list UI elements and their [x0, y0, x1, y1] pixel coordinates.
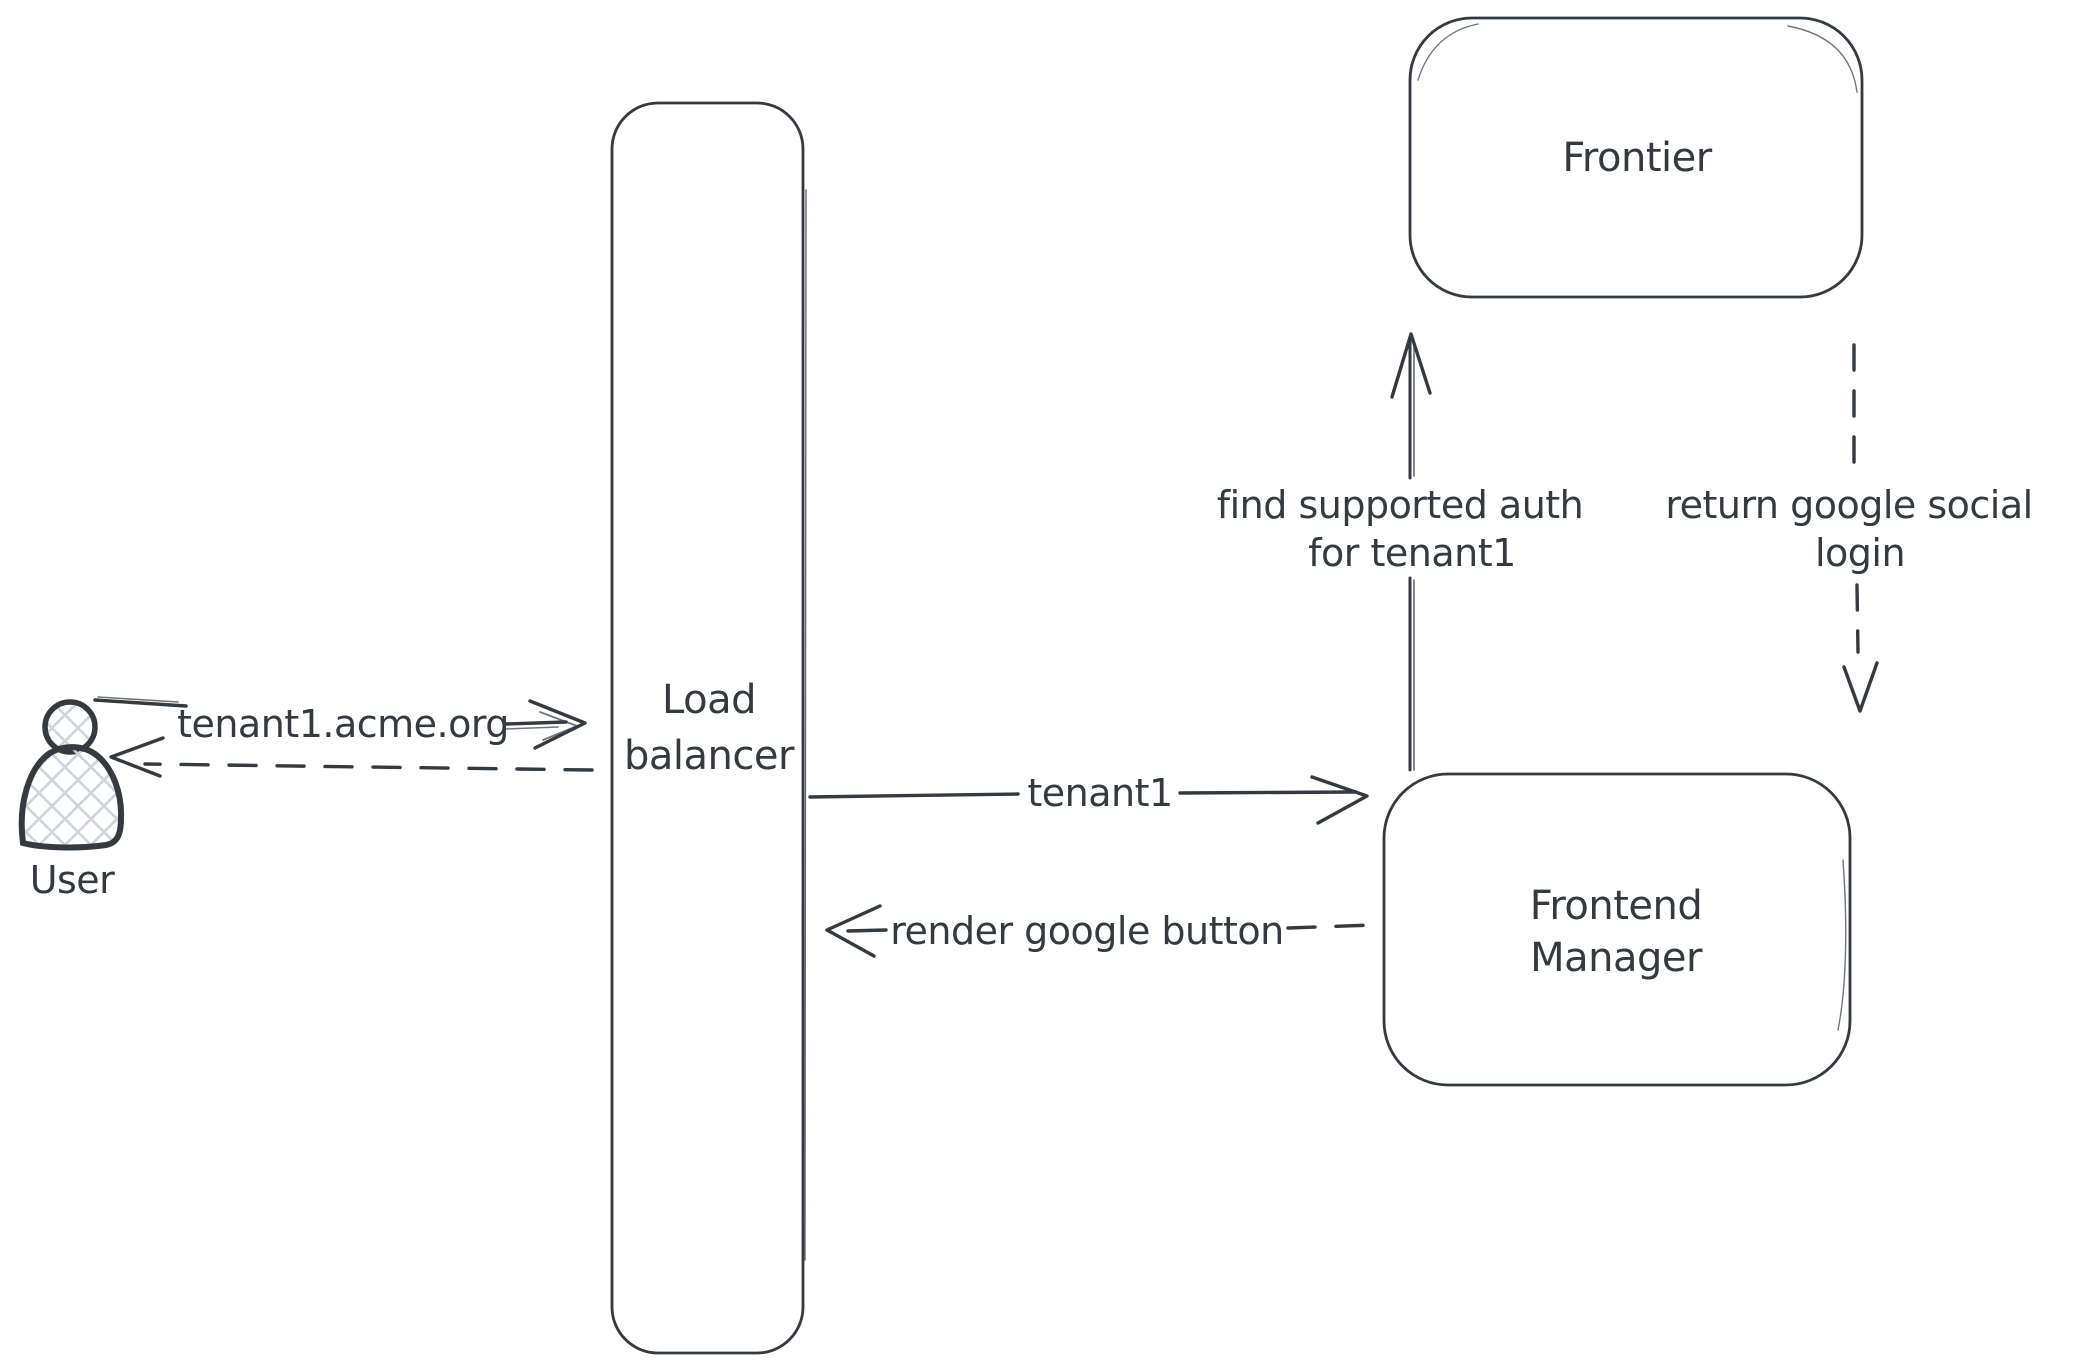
arrowhead-left-icon [109, 736, 165, 778]
edge-label-user-request: tenant1.acme.org [177, 702, 509, 746]
arrow-lb-forward-tenant[interactable] [808, 775, 1369, 825]
arrowhead-down-icon [1842, 661, 1879, 713]
frontier-box[interactable] [1408, 16, 1864, 299]
edge-label-find-auth-line1: find supported auth [1217, 483, 1584, 527]
arrow-fm-find-auth[interactable] [1390, 332, 1432, 772]
edge-label-return-login-line1: return google social [1665, 483, 2032, 527]
arrowhead-up-icon [1390, 332, 1432, 399]
load-balancer-box[interactable] [610, 101, 807, 1355]
load-balancer-label-line1: Load [662, 677, 756, 723]
arrow-frontier-return-login[interactable] [1842, 343, 1879, 713]
arrowhead-right-icon [1310, 775, 1369, 825]
frontier-label: Frontier [1562, 135, 1712, 181]
arrow-fm-render-button[interactable] [825, 904, 1376, 958]
load-balancer-label-line2: balancer [624, 733, 795, 779]
frontend-manager-label-line1: Frontend [1530, 883, 1703, 929]
user-icon[interactable] [18, 699, 125, 851]
arrowhead-left-icon [825, 904, 882, 958]
arrowhead-right-icon [528, 699, 587, 750]
arrow-lb-response[interactable] [109, 736, 594, 778]
edge-label-return-login-line2: login [1815, 531, 1905, 575]
edge-label-forward-tenant: tenant1 [1027, 771, 1172, 815]
edge-label-render-button: render google button [890, 909, 1284, 953]
user-label: User [30, 858, 115, 902]
edge-label-find-auth-line2: for tenant1 [1308, 531, 1516, 575]
frontend-manager-label-line2: Manager [1530, 935, 1703, 981]
arrow-user-request[interactable] [93, 696, 587, 750]
frontend-manager-box[interactable] [1382, 772, 1852, 1087]
